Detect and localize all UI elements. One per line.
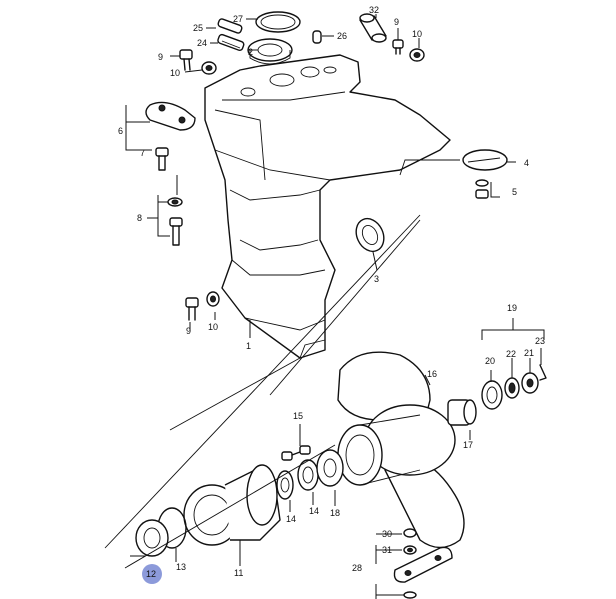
callout-12[interactable]: 12: [146, 569, 156, 579]
construction-lines: [104, 159, 460, 569]
callout-25[interactable]: 25: [193, 23, 203, 33]
callout-labels: 1 2 3 4 5 6 7 8 9 9 9 10 10 10 11 12 13 …: [118, 5, 545, 579]
callout-18[interactable]: 18: [330, 508, 340, 518]
washer-10-top-right: [409, 48, 425, 62]
callout-10-top-left[interactable]: 10: [170, 68, 180, 78]
callout-17[interactable]: 17: [463, 440, 473, 450]
seal-ring-27: [255, 11, 301, 33]
callout-24[interactable]: 24: [197, 38, 207, 48]
callout-9-lower[interactable]: 9: [186, 326, 191, 336]
callout-14-b[interactable]: 14: [309, 506, 319, 516]
propeller-16: [337, 351, 465, 549]
screw-30: [403, 528, 417, 538]
callout-20[interactable]: 20: [485, 356, 495, 366]
washer-8: [167, 197, 183, 207]
callout-31[interactable]: 31: [382, 545, 392, 555]
screw-5: [475, 179, 489, 199]
washer-10-top-left: [201, 61, 217, 75]
seal-14a: [276, 470, 294, 500]
spacer-17: [447, 399, 477, 426]
callout-11[interactable]: 11: [234, 568, 243, 578]
callout-3[interactable]: 3: [374, 274, 379, 284]
callout-27[interactable]: 27: [233, 14, 243, 24]
washer-20: [481, 380, 503, 410]
callout-16[interactable]: 16: [427, 369, 437, 379]
callout-22[interactable]: 22: [506, 349, 516, 359]
bolt-9-top-right: [392, 39, 404, 55]
bolt-7: [155, 147, 169, 171]
mount-rubber-6: [145, 101, 196, 131]
leader-lines: [125, 14, 545, 599]
bearing-housing-11: [183, 464, 281, 546]
callout-15[interactable]: 15: [293, 411, 303, 421]
sleeve-32: [359, 13, 387, 43]
callout-1[interactable]: 1: [246, 341, 251, 351]
selected-part-marker[interactable]: [142, 564, 162, 584]
callout-23[interactable]: 23: [535, 336, 545, 346]
callout-13[interactable]: 13: [176, 562, 186, 572]
callout-4[interactable]: 4: [524, 158, 529, 168]
callout-10-top-right[interactable]: 10: [412, 29, 422, 39]
bolt-9-lower: [185, 297, 199, 321]
washer-28-bottom: [403, 591, 417, 599]
callout-14-a[interactable]: 14: [286, 514, 296, 524]
washer-31: [403, 545, 417, 555]
seal-3: [355, 217, 385, 253]
callout-7[interactable]: 7: [140, 148, 145, 158]
callout-30[interactable]: 30: [382, 529, 392, 539]
callout-32[interactable]: 32: [369, 5, 379, 15]
callout-21[interactable]: 21: [524, 348, 534, 358]
bolt-8: [169, 217, 183, 246]
key-25: [217, 18, 243, 34]
key-24: [217, 33, 245, 51]
callout-5[interactable]: 5: [512, 187, 517, 197]
callout-28[interactable]: 28: [352, 563, 362, 573]
callout-2[interactable]: 2: [248, 47, 253, 57]
bearing-2: [247, 38, 293, 65]
callout-6[interactable]: 6: [118, 126, 123, 136]
callout-8[interactable]: 8: [137, 213, 142, 223]
callout-9-top-right[interactable]: 9: [394, 17, 399, 27]
anode-4: [462, 149, 508, 171]
callout-10-lower[interactable]: 10: [208, 322, 218, 332]
nut-21: [521, 372, 539, 394]
bolts-15: [281, 445, 311, 461]
seal-14b: [297, 459, 319, 491]
callout-19[interactable]: 19: [507, 303, 517, 313]
washer-22: [504, 377, 520, 399]
bracket-28: [393, 546, 453, 583]
gearcase-housing: [204, 54, 451, 359]
bearing-18: [316, 449, 344, 487]
washer-10-lower: [206, 291, 220, 307]
bolt-9-top-left: [179, 49, 193, 71]
callout-9-top-left[interactable]: 9: [158, 52, 163, 62]
callout-26[interactable]: 26: [337, 31, 347, 41]
seal-12: [135, 519, 169, 557]
cotter-pin-23: [539, 364, 547, 381]
pin-26: [312, 30, 322, 44]
